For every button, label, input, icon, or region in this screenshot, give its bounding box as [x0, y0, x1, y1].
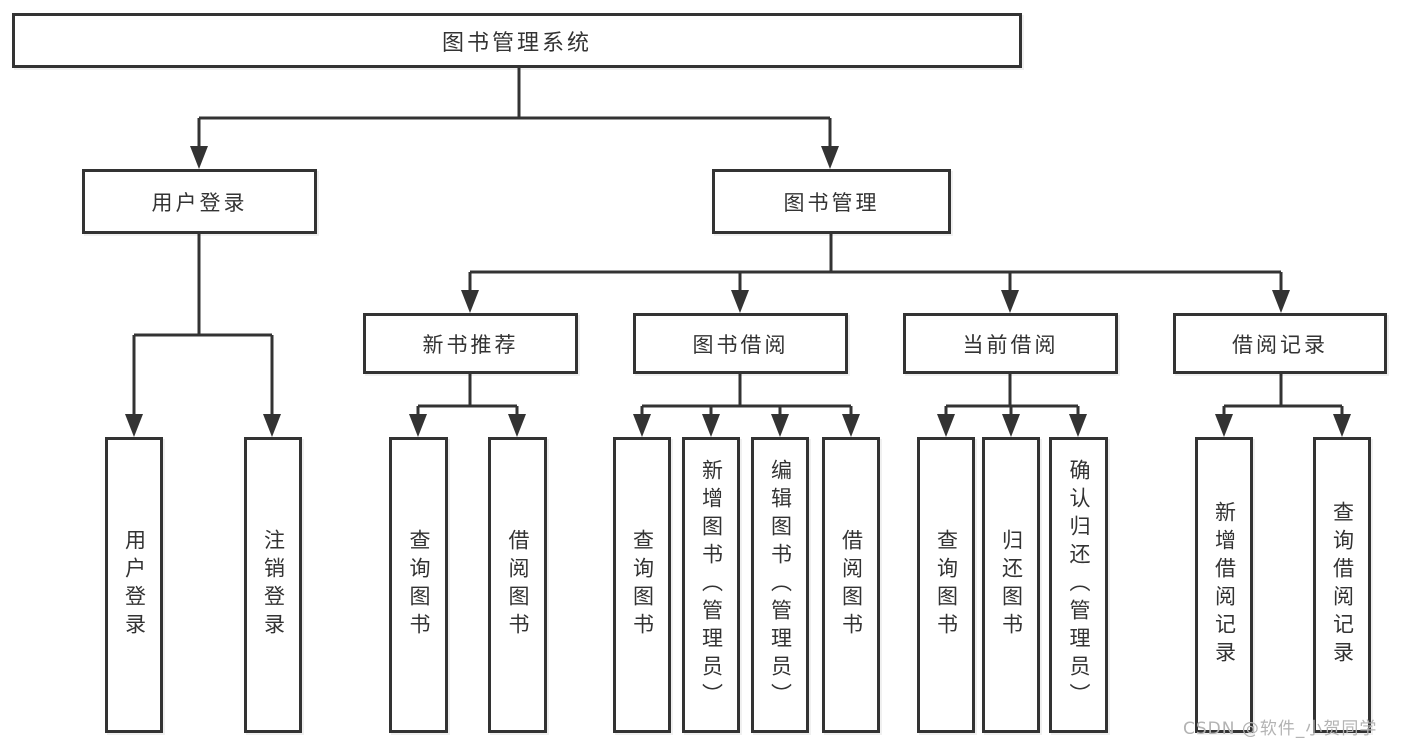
- arrow-down-icon: [702, 414, 720, 437]
- leaf-add-book-admin: 新增图书（管理员）: [682, 437, 740, 733]
- arrow-down-icon: [1215, 414, 1233, 437]
- arrow-down-icon: [1002, 414, 1020, 437]
- arrow-down-icon: [125, 414, 143, 437]
- arrow-down-icon: [771, 414, 789, 437]
- leaf-borrow-book: 借阅图书: [822, 437, 880, 733]
- arrow-down-icon: [190, 146, 208, 169]
- leaf-query-borrow-record: 查询借阅记录: [1313, 437, 1371, 733]
- arrow-down-icon: [731, 290, 749, 313]
- leaf-logout: 注销登录: [244, 437, 302, 733]
- leaf-return-book: 归还图书: [982, 437, 1040, 733]
- arrow-down-icon: [1001, 290, 1019, 313]
- edge-root-to-level1: [197, 67, 832, 164]
- connector-paths: [132, 67, 1344, 432]
- leaf-user-login: 用户登录: [105, 437, 163, 733]
- leaf-borrow-query-book: 查询图书: [613, 437, 671, 733]
- node-user-login: 用户登录: [82, 169, 317, 234]
- arrow-down-icon: [263, 414, 281, 437]
- node-book-management: 图书管理: [712, 169, 951, 234]
- leaf-recommend-borrow-book: 借阅图书: [488, 437, 547, 733]
- leaf-edit-book-admin: 编辑图书（管理员）: [751, 437, 809, 733]
- arrow-down-icon: [508, 414, 526, 437]
- node-book-borrow: 图书借阅: [633, 313, 848, 374]
- edge-mgmt-to-level2: [468, 233, 1283, 308]
- arrow-down-icon: [842, 414, 860, 437]
- node-borrow-records: 借阅记录: [1173, 313, 1387, 374]
- arrow-down-icon: [409, 414, 427, 437]
- arrowheads-group: [125, 146, 1351, 437]
- edge-records-to-leaves: [1222, 374, 1344, 432]
- arrow-down-icon: [937, 414, 955, 437]
- node-current-borrow: 当前借阅: [903, 313, 1118, 374]
- arrow-down-icon: [1333, 414, 1351, 437]
- arrow-down-icon: [821, 146, 839, 169]
- node-new-book-recommend: 新书推荐: [363, 313, 578, 374]
- leaf-current-query-book: 查询图书: [917, 437, 975, 733]
- arrow-down-icon: [461, 290, 479, 313]
- arrow-down-icon: [1272, 290, 1290, 313]
- edge-borrow-to-leaves: [640, 374, 853, 432]
- edge-recommend-to-leaves: [416, 374, 519, 432]
- leaf-recommend-query-book: 查询图书: [389, 437, 448, 733]
- leaf-add-borrow-record: 新增借阅记录: [1195, 437, 1253, 733]
- arrow-down-icon: [1069, 414, 1087, 437]
- node-root-system: 图书管理系统: [12, 13, 1022, 68]
- arrow-down-icon: [633, 414, 651, 437]
- leaf-confirm-return-admin: 确认归还（管理员）: [1049, 437, 1108, 733]
- csdn-watermark: CSDN @软件_小贺同学: [1183, 719, 1378, 739]
- edge-login-to-leaves: [132, 234, 274, 432]
